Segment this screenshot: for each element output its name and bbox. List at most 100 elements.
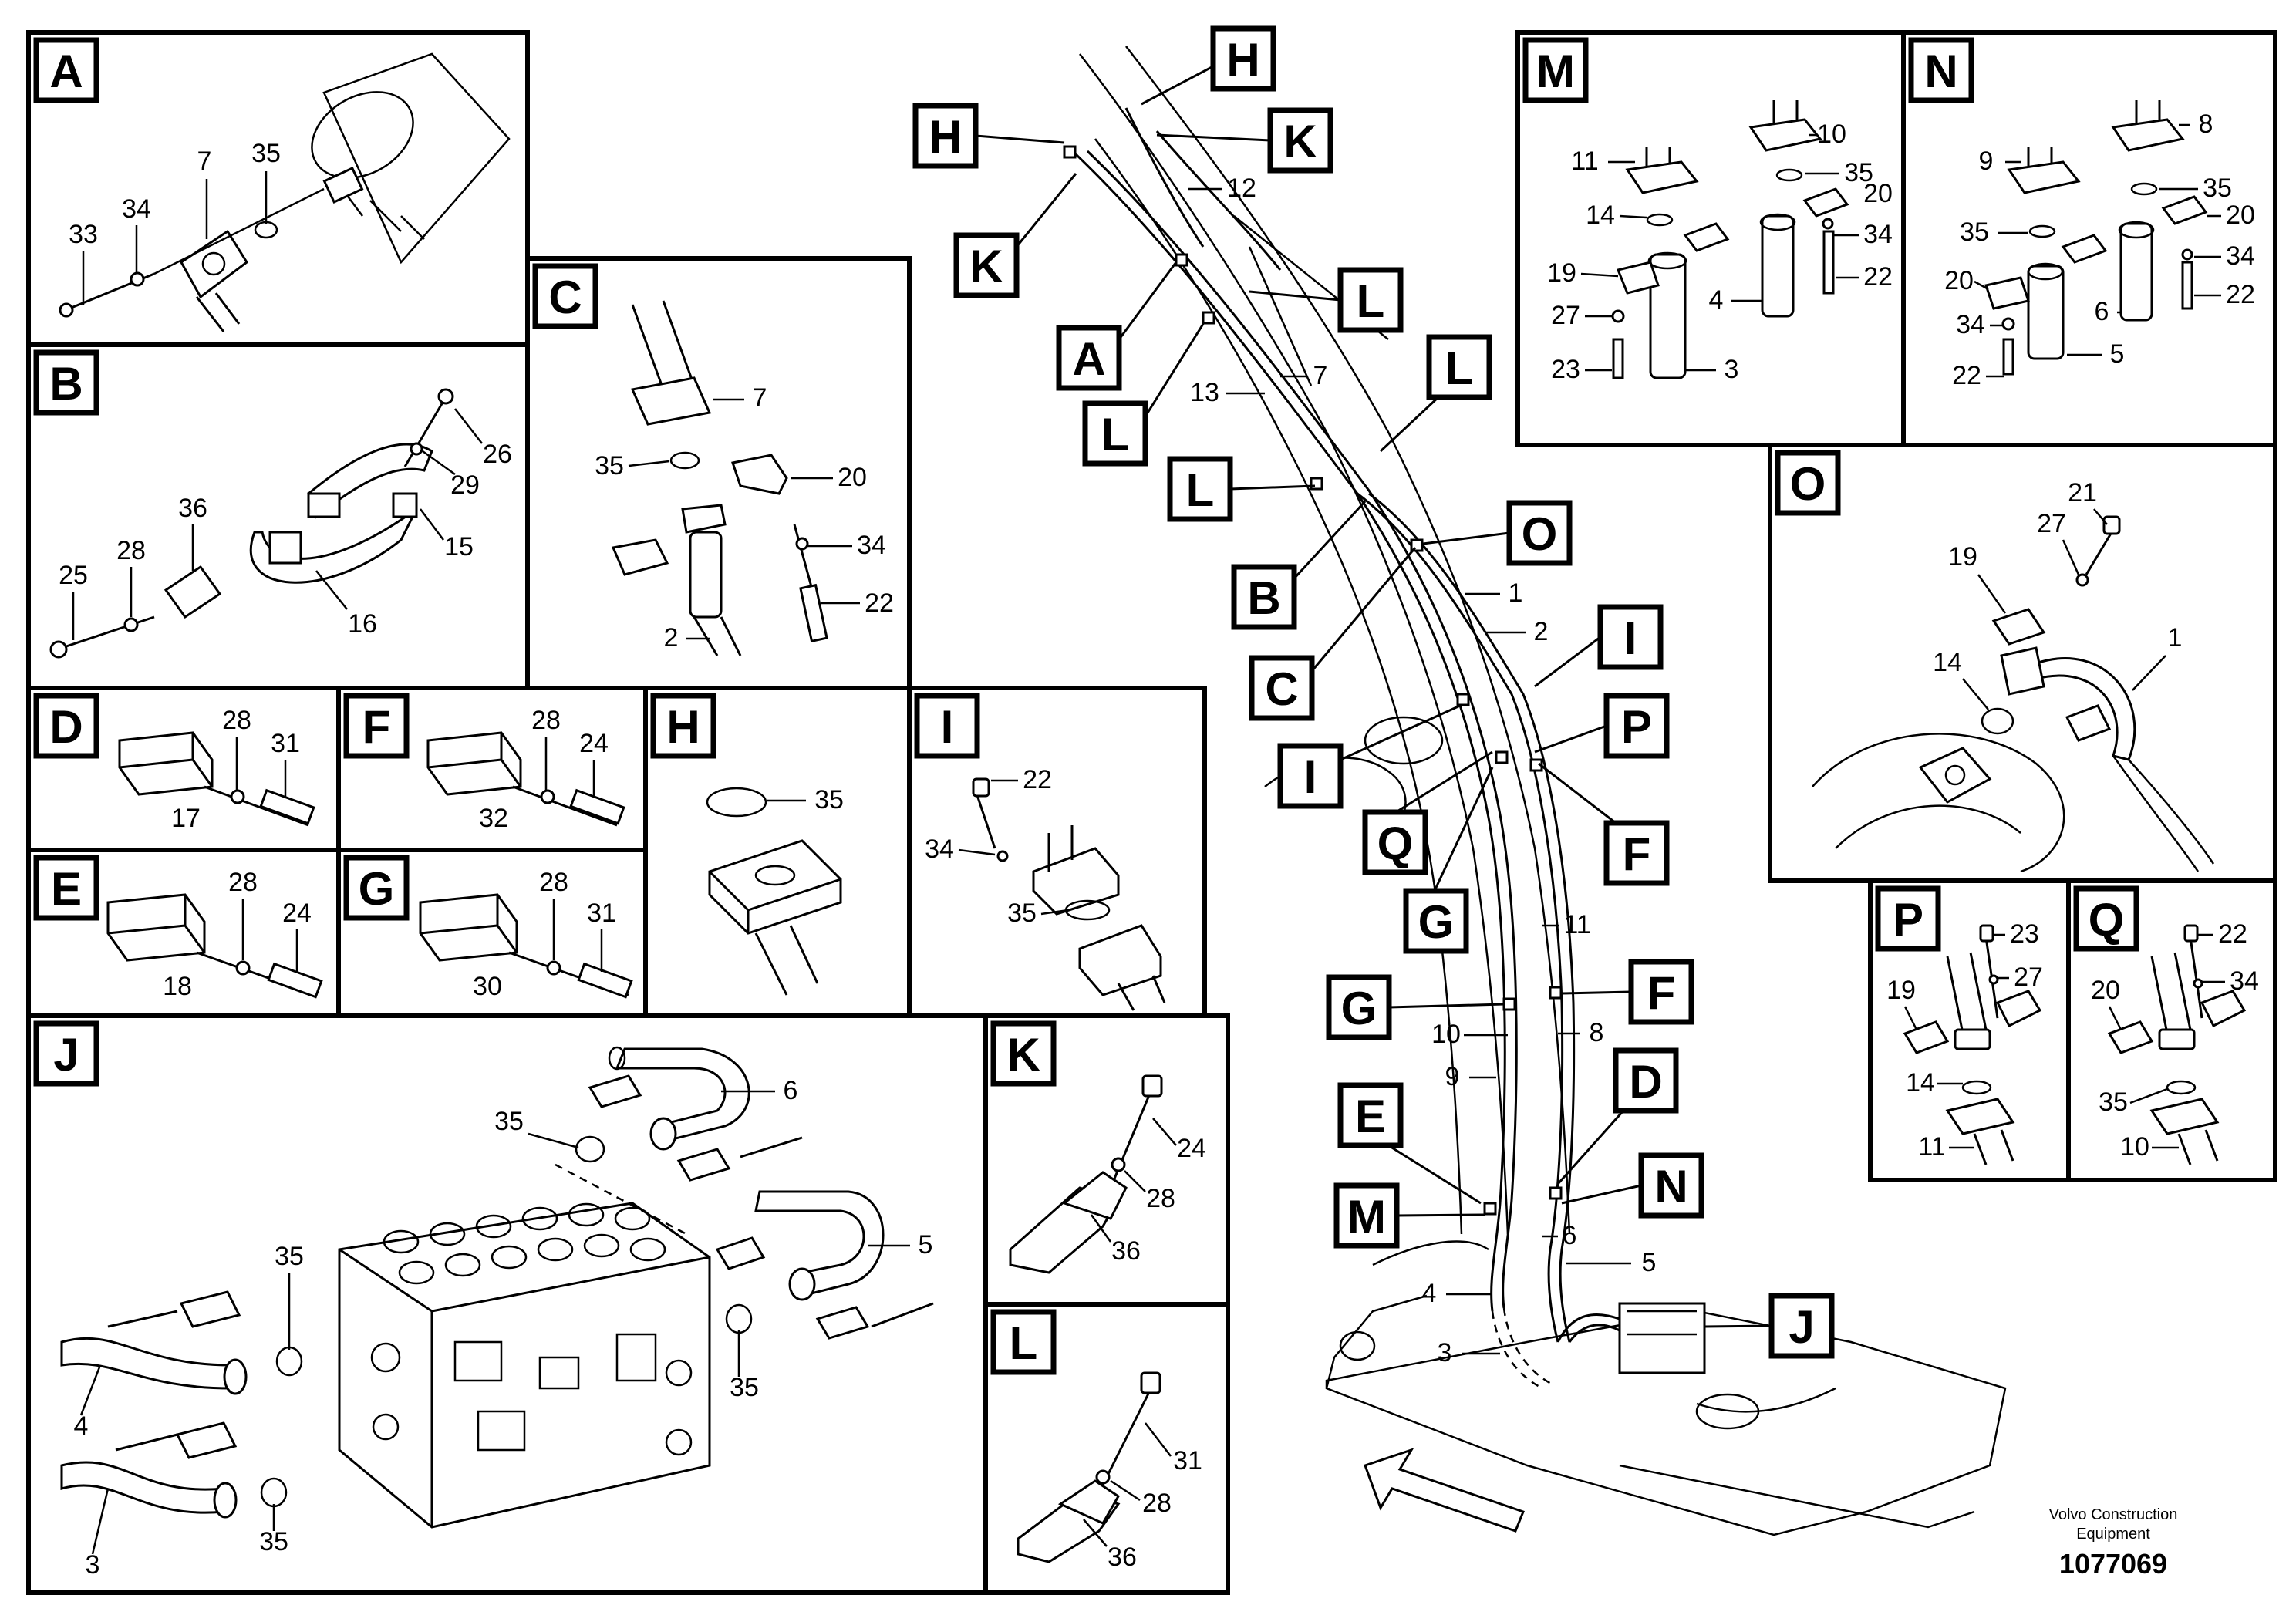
main-callout-1: 1 (1509, 578, 1523, 608)
main-tag-b: B (1247, 572, 1280, 624)
panel-n: N 8 9 35 35 20 34 20 6 22 34 (1901, 30, 2277, 447)
panel-n-title: N (1924, 46, 1957, 97)
main-tag-h-1: H (1226, 34, 1259, 86)
callout-p-14: 14 (1906, 1068, 1935, 1098)
main-tag-l-3: L (1101, 409, 1130, 460)
panel-g-title: G (359, 863, 395, 915)
panel-d: D 17 28 31 (26, 686, 341, 852)
callout-m-27: 27 (1551, 301, 1580, 330)
callout-d-17: 17 (171, 804, 201, 833)
panel-d-title: D (49, 701, 83, 753)
main-callout-4: 4 (1422, 1279, 1437, 1308)
callout-l-31: 31 (1173, 1446, 1202, 1475)
panel-l-title: L (1010, 1317, 1038, 1369)
callout-b-36: 36 (178, 494, 207, 523)
panel-k: K 24 28 36 (983, 1013, 1230, 1307)
callout-q-34: 34 (2230, 966, 2259, 996)
callout-c-7: 7 (753, 383, 767, 413)
callout-h-35: 35 (814, 785, 844, 814)
main-tag-l-1: L (1357, 275, 1385, 327)
company-name-line2: Equipment (2076, 1526, 2150, 1543)
panel-a: A 33 34 7 35 (26, 30, 530, 347)
callout-d-31: 31 (271, 729, 300, 758)
callout-p-27: 27 (2014, 963, 2043, 992)
callout-e-28: 28 (228, 868, 258, 897)
panel-b: B 25 28 36 16 15 29 26 (26, 342, 530, 690)
main-tag-o: O (1522, 508, 1558, 560)
main-callout-5: 5 (1642, 1248, 1657, 1277)
callout-q-10: 10 (2120, 1132, 2149, 1162)
panel-b-title: B (49, 358, 83, 410)
callout-c-35: 35 (595, 451, 624, 481)
callout-k-28: 28 (1146, 1184, 1175, 1213)
callout-i-35: 35 (1007, 899, 1037, 928)
main-tag-a: A (1072, 333, 1105, 385)
panel-h: H 35 (643, 686, 912, 1018)
callout-n-22b: 22 (1952, 361, 1981, 390)
callout-n-34b: 34 (1956, 310, 1985, 339)
main-callout-9: 9 (1445, 1062, 1460, 1091)
callout-n-22a: 22 (2226, 280, 2255, 309)
main-tag-k-2: K (969, 241, 1003, 292)
callout-g-31: 31 (587, 899, 616, 928)
callout-j-5: 5 (919, 1230, 933, 1259)
document-number: 1077069 (2059, 1548, 2167, 1580)
callout-m-11: 11 (1571, 147, 1598, 176)
panel-k-title: K (1006, 1029, 1040, 1081)
panel-m-title: M (1536, 46, 1575, 97)
callout-b-26: 26 (483, 440, 512, 469)
panel-f-title: F (362, 701, 391, 753)
callout-j-4: 4 (74, 1411, 89, 1441)
panel-q: Q 22 20 34 35 10 (2066, 878, 2277, 1182)
callout-o-14: 14 (1933, 648, 1962, 677)
main-assembly: H H K K L A L L L B (912, 25, 2007, 1536)
callout-q-20: 20 (2091, 976, 2120, 1005)
main-callout-10: 10 (1431, 1020, 1461, 1049)
panel-j: J (26, 1013, 988, 1595)
callout-o-27: 27 (2037, 509, 2066, 538)
callout-n-5: 5 (2110, 339, 2125, 369)
callout-b-16: 16 (348, 609, 377, 639)
panel-g: G 30 28 31 (336, 848, 648, 1018)
panel-p: P 23 19 27 14 11 (1868, 878, 2071, 1182)
callout-l-28: 28 (1142, 1489, 1172, 1518)
callout-i-34: 34 (925, 835, 954, 864)
callout-e-24: 24 (282, 899, 312, 928)
callout-p-11: 11 (1918, 1132, 1945, 1162)
callout-o-1: 1 (2168, 623, 2183, 653)
panel-o: O 21 27 19 14 1 (1768, 443, 2277, 883)
panel-c: C 7 35 20 34 22 2 (525, 256, 912, 690)
callout-g-30: 30 (473, 972, 502, 1001)
callout-c-22: 22 (865, 588, 894, 618)
panel-e: E 18 28 24 (26, 848, 341, 1018)
callout-n-8: 8 (2199, 110, 2213, 139)
panel-h-title: H (666, 701, 700, 753)
main-tag-m: M (1347, 1191, 1386, 1243)
main-tag-g-2: G (1341, 983, 1377, 1034)
callout-o-21: 21 (2068, 478, 2097, 508)
callout-b-25: 25 (59, 561, 88, 590)
panel-q-title: Q (2089, 894, 2125, 946)
callout-k-36: 36 (1111, 1236, 1141, 1266)
callout-f-28: 28 (531, 706, 561, 735)
callout-l-36: 36 (1108, 1543, 1137, 1572)
panel-e-title: E (51, 863, 82, 915)
callout-n-34a: 34 (2226, 241, 2255, 271)
callout-m-10: 10 (1817, 120, 1846, 149)
main-tag-d: D (1629, 1056, 1662, 1108)
callout-j-35c: 35 (730, 1373, 759, 1402)
main-tag-n: N (1654, 1161, 1687, 1212)
main-tag-c: C (1265, 663, 1298, 715)
callout-f-32: 32 (479, 804, 508, 833)
main-tag-i-1: I (1624, 612, 1637, 664)
callout-n-35a: 35 (2203, 174, 2232, 203)
main-tag-k-1: K (1283, 116, 1317, 167)
panel-l: L 31 28 36 (983, 1302, 1230, 1595)
callout-m-4: 4 (1709, 285, 1724, 315)
callout-m-22: 22 (1863, 262, 1893, 292)
main-tag-h-2: H (929, 111, 962, 163)
callout-p-19: 19 (1886, 976, 1916, 1005)
callout-g-28: 28 (539, 868, 568, 897)
main-tag-p: P (1621, 701, 1652, 753)
callout-k-24: 24 (1177, 1134, 1206, 1163)
